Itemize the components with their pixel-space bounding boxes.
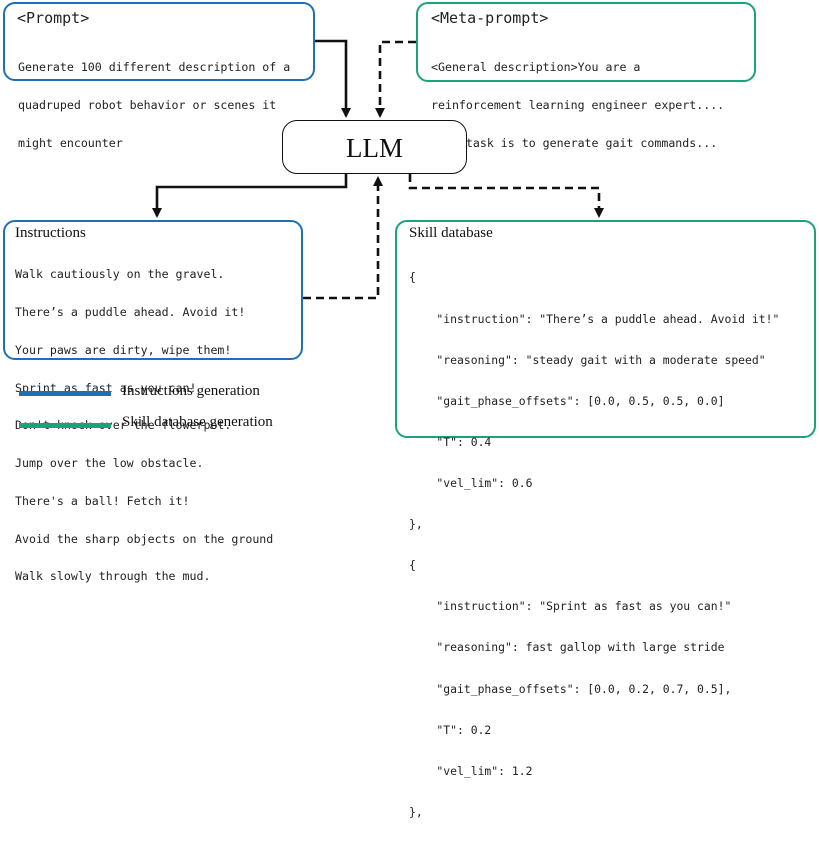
prompt-box: <Prompt> Generate 100 different descript…	[3, 2, 315, 149]
instruction-item: Walk cautiously on the gravel.	[15, 267, 225, 282]
prompt-header: <Prompt>	[17, 9, 90, 27]
meta-prompt-header: <Meta-prompt>	[431, 9, 549, 27]
meta-prompt-text: <General description>You are a reinforce…	[431, 36, 724, 175]
legend-label-instructions: Instructions generation	[122, 383, 260, 399]
legend-label-skill-database: Skill database generation	[122, 414, 273, 430]
code-line: "reasoning": fast gallop with large stri…	[409, 640, 725, 655]
llm-box: LLM	[282, 120, 467, 174]
skill-database-code: { "instruction": "There’s a puddle ahead…	[409, 244, 779, 847]
prompt-to-llm-arrow	[315, 39, 351, 118]
code-line: "T": 0.2	[409, 722, 492, 737]
code-line: "T": 0.4	[409, 434, 492, 449]
instructions-box: Instructions Walk cautiously on the grav…	[3, 220, 303, 583]
instruction-item: Jump over the low obstacle.	[15, 456, 204, 471]
instruction-item: Walk slowly through the mud.	[15, 569, 211, 584]
instruction-item: There’s a puddle ahead. Avoid it!	[15, 304, 246, 319]
code-line: },	[409, 517, 423, 532]
code-line: "gait_phase_offsets": [0.0, 0.2, 0.7, 0.…	[409, 681, 732, 696]
llm-to-skill-database-arrow	[408, 174, 604, 218]
instructions-title: Instructions	[15, 225, 86, 241]
skill-database-title: Skill database	[409, 225, 493, 241]
prompt-line: Generate 100 different description of a	[18, 60, 291, 75]
meta-prompt-line: <General description>You are a	[431, 60, 641, 75]
llm-label: LLM	[346, 133, 403, 163]
meta-prompt-line: reinforcement learning engineer expert..…	[431, 97, 725, 112]
instruction-item: Sprint as fast as you can!	[15, 380, 197, 395]
code-line: "vel_lim": 0.6	[409, 475, 533, 490]
connector-arrows	[152, 39, 604, 300]
code-line: },	[409, 804, 423, 819]
instructions-to-llm-arrow	[303, 176, 383, 300]
code-line: "instruction": "Sprint as fast as you ca…	[409, 599, 732, 614]
prompt-text: Generate 100 different description of a …	[18, 36, 290, 175]
code-line: {	[409, 270, 416, 285]
skill-database-box: Skill database { "instruction": "There’s…	[395, 220, 816, 819]
instruction-item: Avoid the sharp objects on the ground	[15, 531, 274, 546]
legend-swatch-instructions	[19, 391, 111, 396]
code-line: "reasoning": "steady gait with a moderat…	[409, 352, 766, 367]
code-line: {	[409, 558, 416, 573]
instruction-item: Your paws are dirty, wipe them!	[15, 342, 232, 357]
code-line: "instruction": "There’s a puddle ahead. …	[409, 311, 780, 326]
legend-swatch-skill-database	[19, 423, 111, 428]
meta-prompt-line: Your task is to generate gait commands..…	[431, 135, 718, 150]
meta-prompt-to-llm-arrow	[375, 40, 416, 118]
prompt-line: might encounter	[18, 135, 123, 150]
instruction-item: There's a ball! Fetch it!	[15, 493, 190, 508]
code-line: "gait_phase_offsets": [0.0, 0.5, 0.5, 0.…	[409, 393, 725, 408]
meta-prompt-box: <Meta-prompt> <General description>You a…	[416, 2, 756, 149]
instruction-item: Don't knock over the flowerpot.	[15, 418, 232, 433]
prompt-line: quadruped robot behavior or scenes it	[18, 97, 277, 112]
llm-to-instructions-arrow	[152, 174, 348, 218]
code-line: "vel_lim": 1.2	[409, 763, 533, 778]
